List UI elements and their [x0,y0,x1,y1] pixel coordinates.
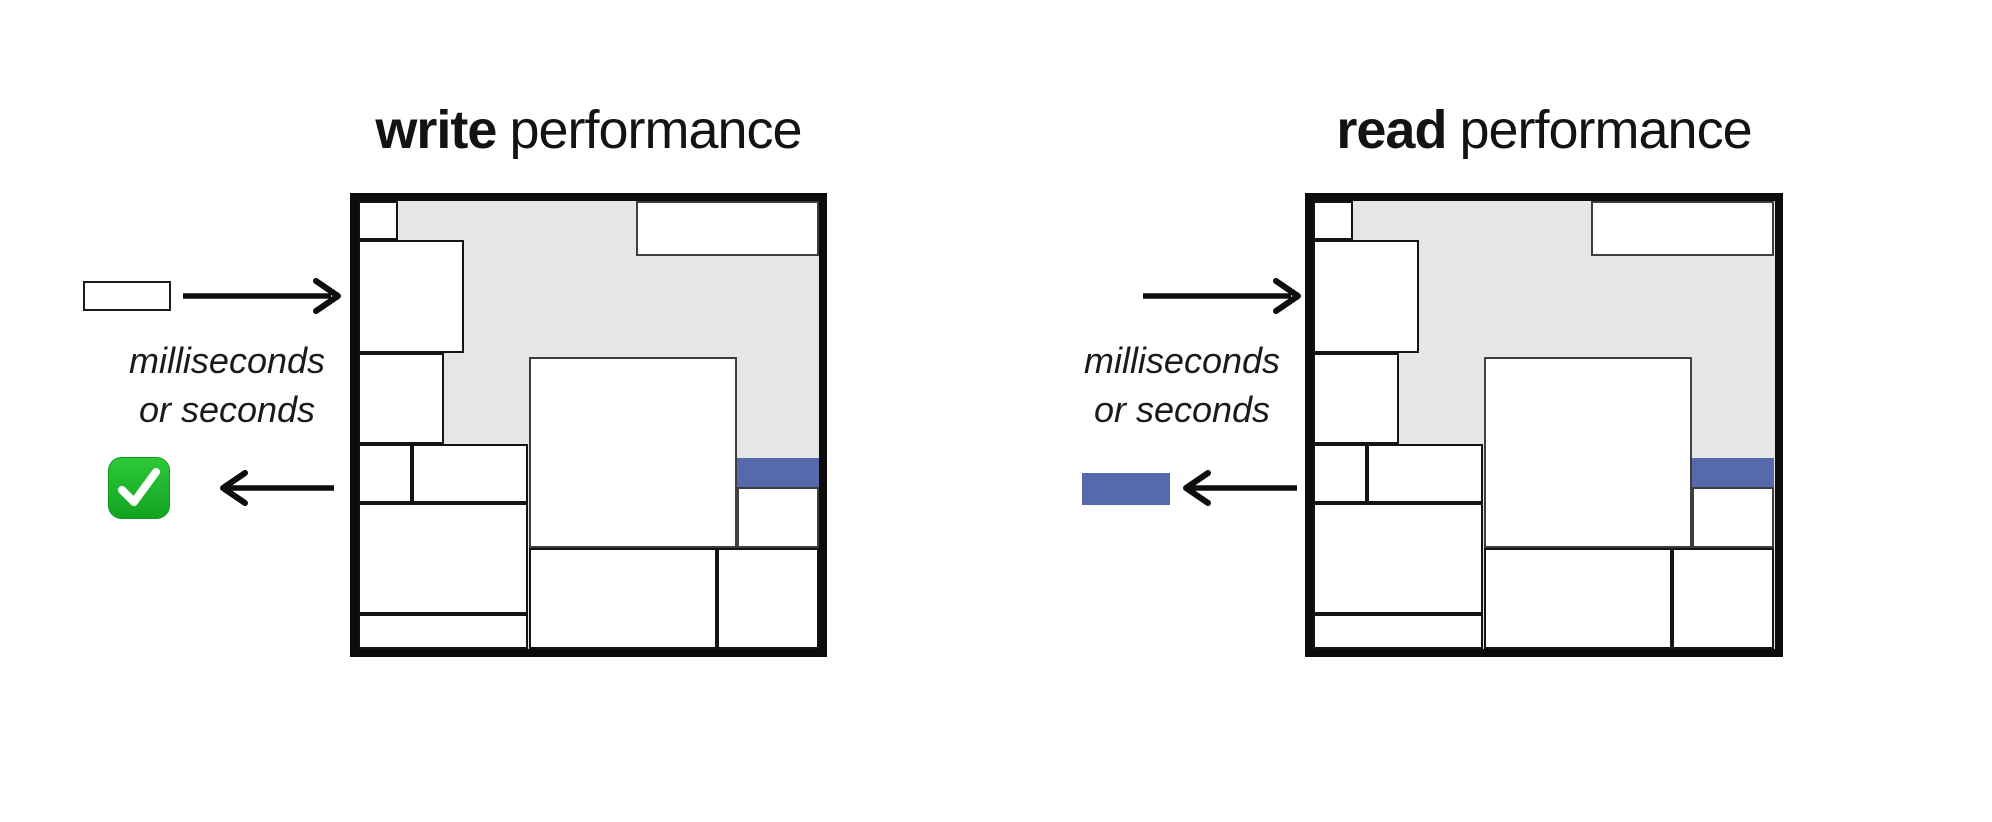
arrow-left-icon [1183,470,1297,506]
stored-file-block [358,614,528,649]
stored-file-block [1484,548,1672,649]
arrow-right-icon [1143,278,1301,314]
success-check-icon [108,457,170,519]
stored-file-block [1591,201,1774,256]
stored-file-block [1484,357,1692,548]
incoming-data-block [83,281,171,311]
stored-file-block [1313,201,1353,240]
read-storage-treemap [1305,193,1783,657]
stored-file-block [358,240,464,353]
stored-file-block [529,357,737,548]
stored-file-block [412,444,528,503]
stored-file-block [358,503,528,614]
arrow-left-icon [220,470,334,506]
title-regular-word: performance [1459,100,1752,160]
highlighted-data-block [1692,458,1774,487]
stored-file-block [358,444,412,503]
stored-file-block [1313,444,1367,503]
stored-file-block [529,548,717,649]
stored-file-block [358,201,398,240]
stored-file-block [358,353,444,444]
highlighted-data-block [737,458,819,487]
read-result-data-block [1082,473,1170,505]
write-storage-treemap [350,193,827,657]
title-bold-word: write [375,100,497,160]
arrow-right-icon [183,278,341,314]
stored-file-block [1672,548,1774,649]
stored-file-block [1313,614,1483,649]
stored-file-block [1313,353,1399,444]
stored-file-block [1692,487,1774,548]
stored-file-block [1313,240,1419,353]
stored-file-block [717,548,819,649]
latency-line-1: milliseconds [1083,340,1281,381]
stored-file-block [737,487,819,548]
stored-file-block [1367,444,1483,503]
latency-line-2: or seconds [138,389,316,430]
latency-label: milliseconds or seconds [1017,336,1347,434]
title-regular-word: performance [509,100,802,160]
stored-file-block [1313,503,1483,614]
latency-line-1: milliseconds [128,340,326,381]
latency-line-2: or seconds [1093,389,1271,430]
title-bold-word: read [1336,100,1447,160]
latency-label: milliseconds or seconds [62,336,392,434]
stored-file-block [636,201,819,256]
